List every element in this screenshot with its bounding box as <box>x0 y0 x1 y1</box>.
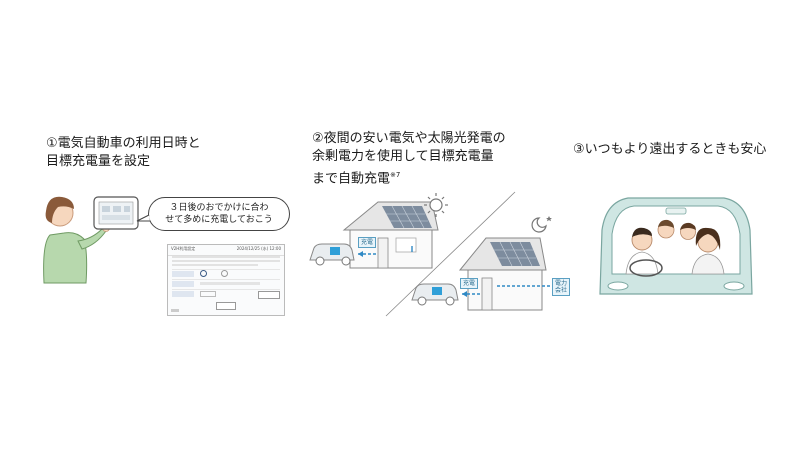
screen-back-button <box>171 309 179 312</box>
speech-bubble-line1: ３日後のおでかけに合わ <box>169 203 269 213</box>
power-company-label-line1: 電力 <box>555 280 568 287</box>
step2-title-line2: 余剰電力を使用して目標充電量 <box>312 149 494 164</box>
screen-row-3 <box>172 289 280 297</box>
screen-row-2-value <box>200 282 260 285</box>
screen-row-1-label <box>172 270 194 277</box>
screen-row-2 <box>172 279 280 287</box>
power-company-label: 電力 会社 <box>552 278 571 296</box>
charge-label-night: 充電 <box>460 278 479 289</box>
screen-row-1 <box>172 269 280 277</box>
charge-label-day: 充電 <box>358 237 377 248</box>
screen-ok-button <box>216 302 236 310</box>
speech-bubble-tail <box>136 214 150 222</box>
step2-title-line3: まで自動充電 <box>312 171 391 187</box>
screen-row-3-label <box>172 290 194 297</box>
step2-footnote-mark: ※7 <box>390 171 401 179</box>
screen-description-lines <box>172 256 280 266</box>
radio-icon <box>200 270 207 277</box>
power-company-label-line2: 会社 <box>555 287 568 294</box>
screen-row-3-value <box>200 290 216 297</box>
radio-icon <box>221 270 228 277</box>
step2-title-line1: ②夜間の安い電気や太陽光発電の <box>312 131 506 146</box>
step2-title: ②夜間の安い電気や太陽光発電の 余剰電力を使用して目標充電量 まで自動充電※7 <box>312 130 506 188</box>
screen-header-title: V2H利用設定 <box>171 246 196 251</box>
step1-title-line2: 目標充電量を設定 <box>46 154 151 169</box>
step1-title: ①電気自動車の利用日時と 目標充電量を設定 <box>46 135 201 171</box>
charging-houses-illustration <box>309 191 552 317</box>
step3-title-line1: ③いつもより遠出するときも安心 <box>573 142 767 157</box>
step3-title: ③いつもより遠出するときも安心 <box>573 141 766 159</box>
screen-row-2-label <box>172 280 194 287</box>
screen-header-datetime: 2024/12/25 (水) 12:00 <box>236 246 281 251</box>
speech-bubble-line2: せて多めに充電しておこう <box>165 215 273 225</box>
step1-title-line1: ①電気自動車の利用日時と <box>46 136 201 151</box>
settings-screen-mockup: V2H利用設定 2024/12/25 (水) 12:00 <box>167 244 285 316</box>
speech-bubble: ３日後のおでかけに合わ せて多めに充電しておこう <box>148 197 290 231</box>
woman-with-panel-illustration <box>43 196 139 284</box>
screen-side-button <box>258 291 280 299</box>
screen-header: V2H利用設定 2024/12/25 (水) 12:00 <box>168 245 284 256</box>
family-in-car-illustration <box>599 197 753 295</box>
